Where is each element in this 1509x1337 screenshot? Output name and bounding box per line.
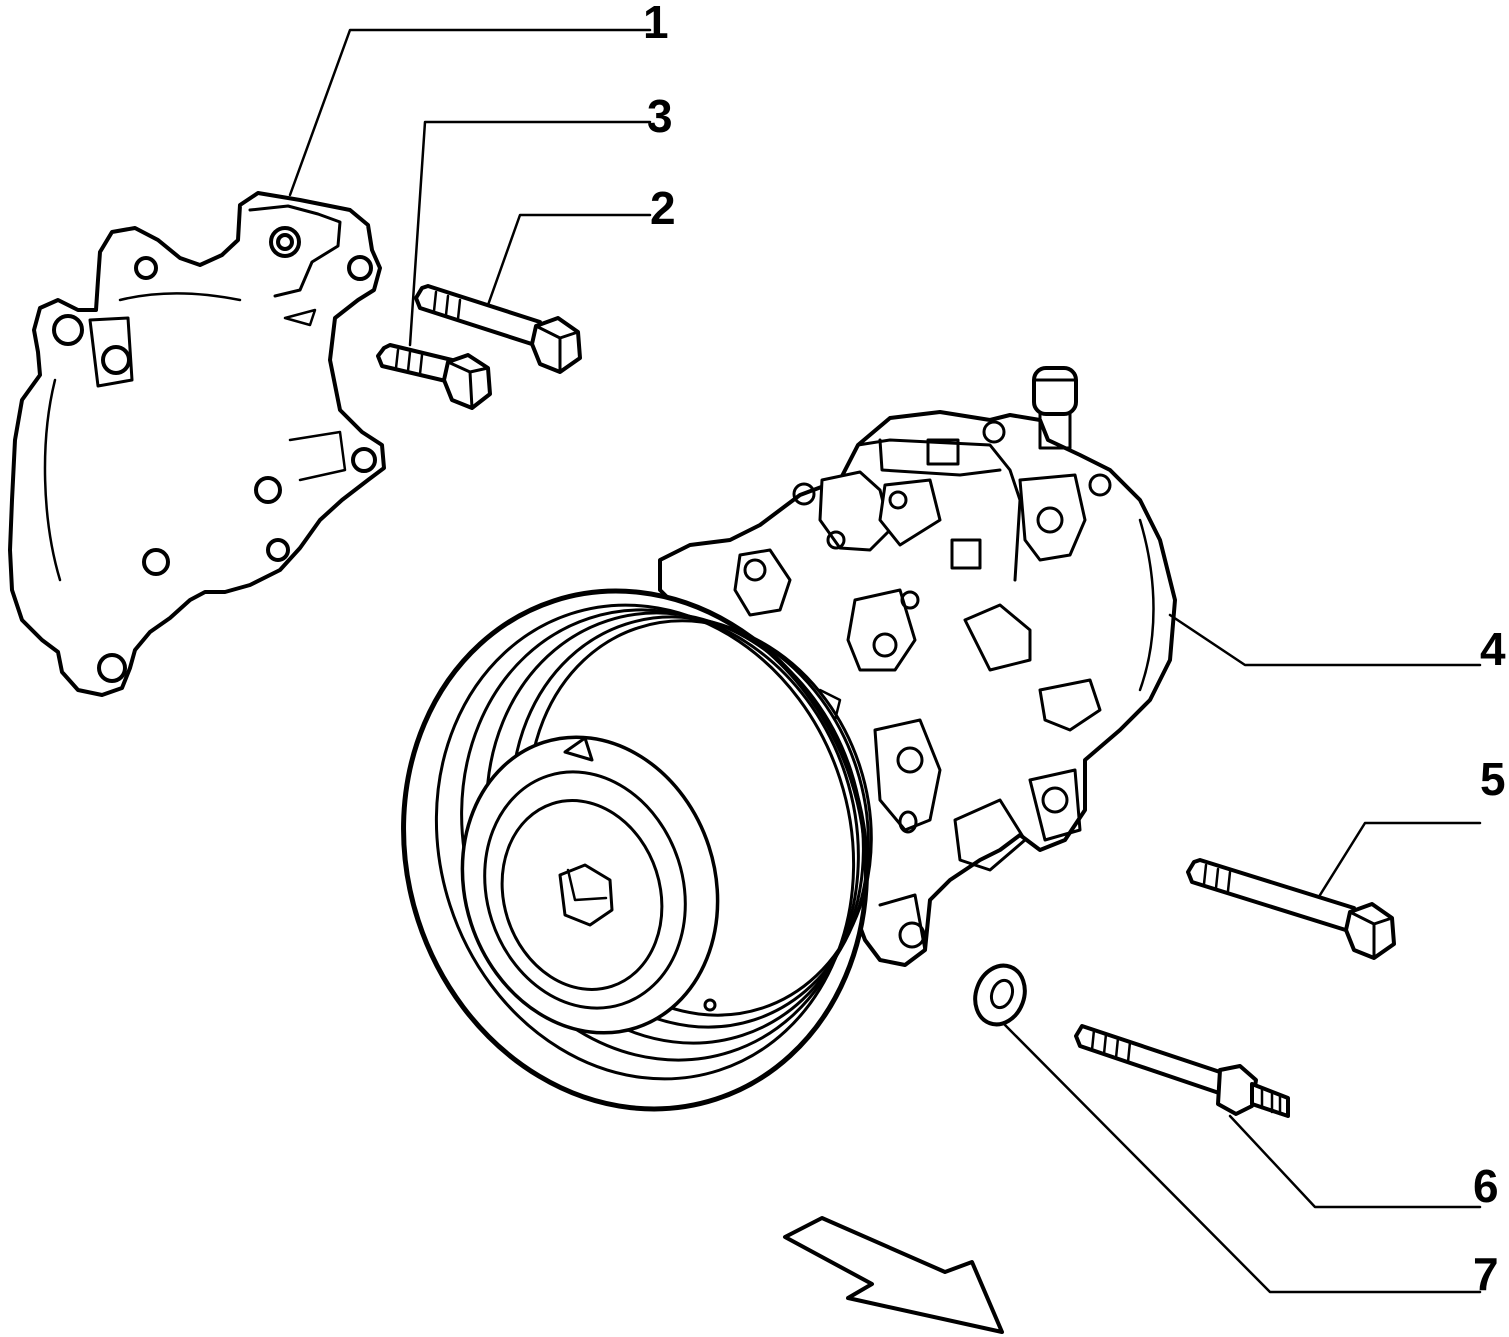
callout-labels: 1 3 2 4 5 6 7 xyxy=(643,0,1506,1300)
callout-5: 5 xyxy=(1480,753,1506,805)
bolt-long xyxy=(414,284,582,374)
bolt-compressor xyxy=(1186,858,1396,960)
leader-lines xyxy=(288,28,1482,1294)
bolt-short xyxy=(376,343,492,410)
callout-3: 3 xyxy=(647,90,673,142)
callout-4: 4 xyxy=(1480,623,1506,675)
callout-2: 2 xyxy=(650,182,676,234)
callout-7: 7 xyxy=(1473,1248,1499,1300)
mounting-bracket xyxy=(8,191,386,697)
direction-arrow-icon xyxy=(783,1216,1004,1334)
callout-1: 1 xyxy=(643,0,669,48)
washer xyxy=(973,963,1027,1027)
callout-6: 6 xyxy=(1473,1160,1499,1212)
stud-bolt xyxy=(1074,1024,1290,1118)
ac-compressor xyxy=(401,366,1177,1112)
